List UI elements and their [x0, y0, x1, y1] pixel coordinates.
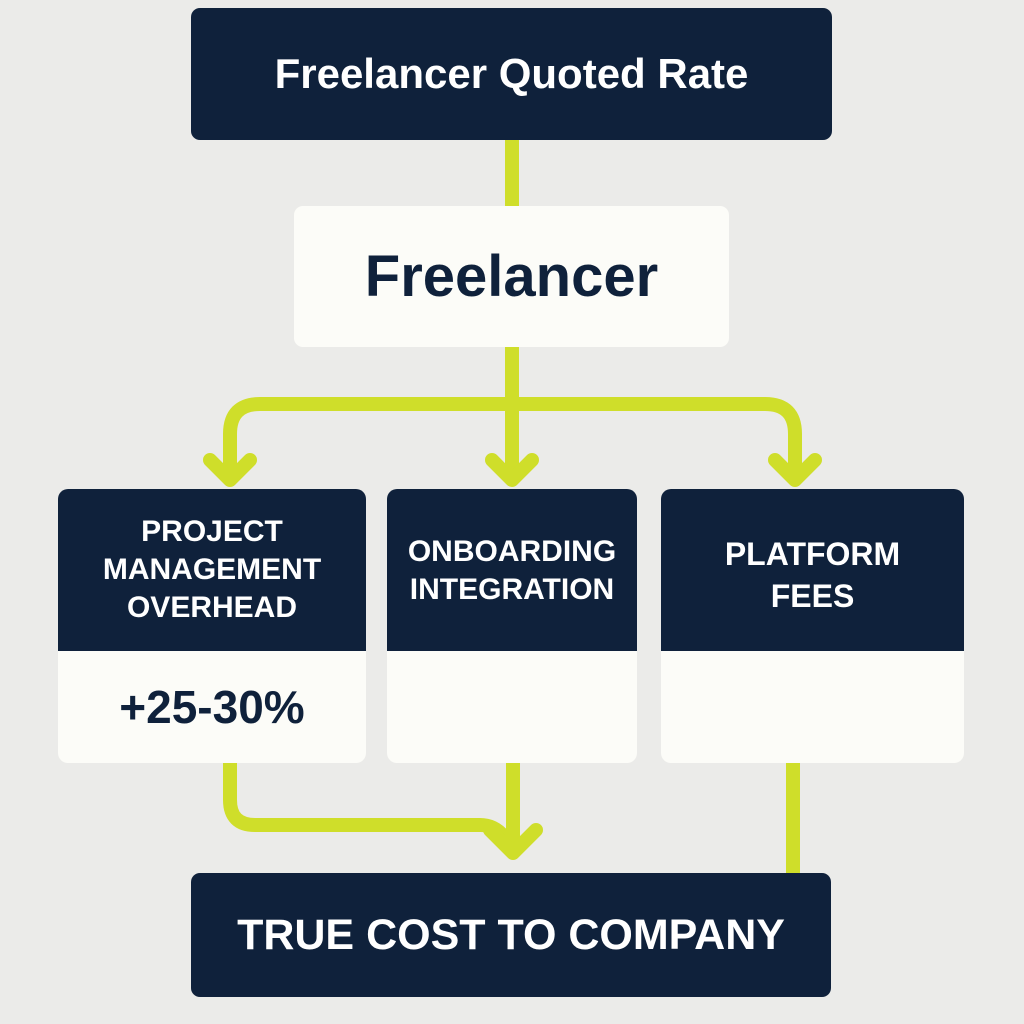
cost-card-value-area: +25-30%	[58, 651, 366, 763]
cost-card-title-line: INTEGRATION	[409, 573, 615, 606]
cost-card-title-line: OVERHEAD	[126, 591, 297, 624]
cost-card-title-line: PROJECT	[141, 515, 283, 548]
freelancer-label: Freelancer	[364, 244, 659, 309]
cost-card-onboarding-integration: ONBOARDING INTEGRATION	[387, 489, 637, 763]
cost-card-title-line: ONBOARDING	[407, 535, 617, 568]
cost-card-header: ONBOARDING INTEGRATION	[387, 489, 637, 651]
cost-card-value-area	[661, 651, 964, 763]
connector-branch	[223, 397, 802, 485]
quoted-rate-box: Freelancer Quoted Rate	[191, 8, 832, 140]
arrow-head-left	[203, 453, 257, 487]
cost-card-title-line: PLATFORM	[724, 536, 901, 572]
arrow-head-right	[768, 453, 822, 487]
freelancer-box: Freelancer	[294, 206, 729, 347]
quoted-rate-label: Freelancer Quoted Rate	[274, 50, 749, 97]
true-cost-label: TRUE COST TO COMPANY	[237, 910, 785, 959]
cost-card-title-line: MANAGEMENT	[102, 553, 322, 586]
true-cost-box: TRUE COST TO COMPANY	[191, 873, 831, 997]
cost-card-header: PROJECT MANAGEMENT OVERHEAD	[58, 489, 366, 651]
arrow-head-center	[485, 453, 539, 487]
arrow-head-total	[483, 823, 543, 860]
cost-card-platform-fees: PLATFORM FEES	[661, 489, 964, 763]
connector-pm-to-total	[223, 756, 520, 857]
cost-card-header: PLATFORM FEES	[661, 489, 964, 651]
cost-card-value: +25-30%	[119, 681, 305, 733]
cost-card-value-area	[387, 651, 637, 763]
cost-card-project-management: PROJECT MANAGEMENT OVERHEAD +25-30%	[58, 489, 366, 763]
cost-card-title-line: FEES	[770, 578, 855, 614]
